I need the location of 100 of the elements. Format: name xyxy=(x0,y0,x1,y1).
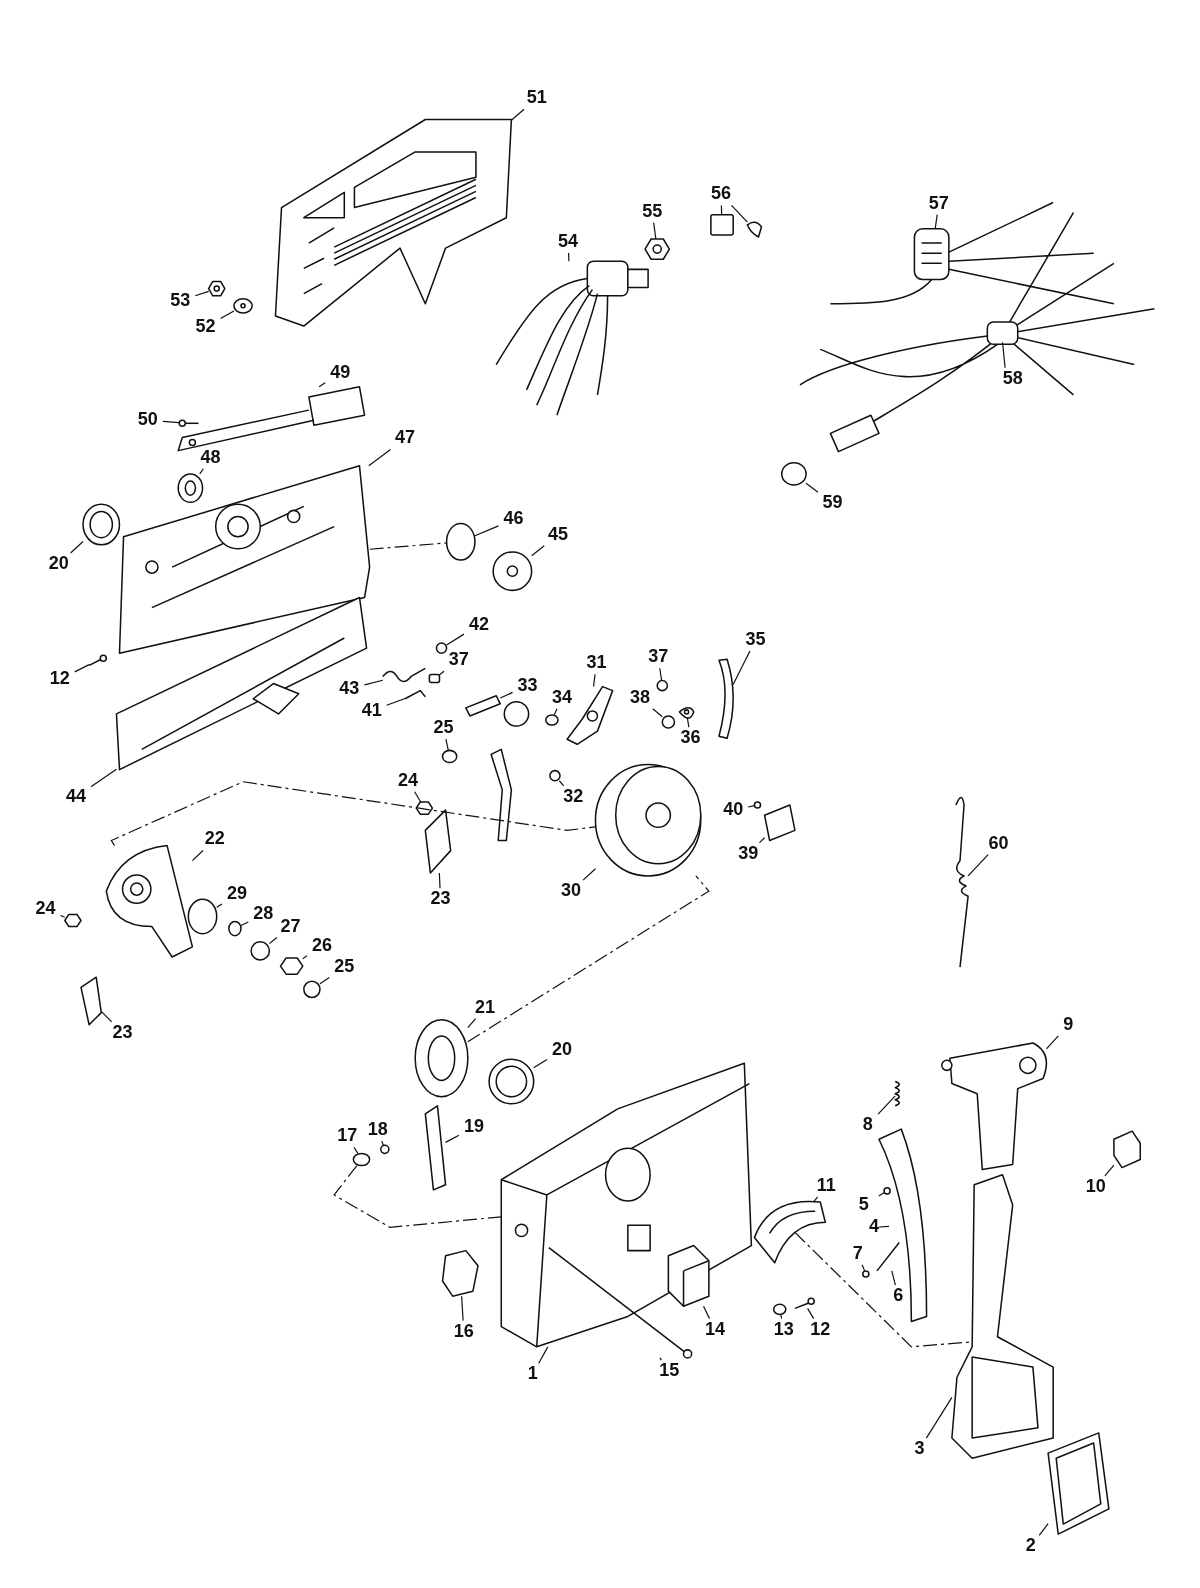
disc-drawing xyxy=(492,551,533,592)
leader-line xyxy=(652,708,663,718)
knob-drawing xyxy=(441,1249,479,1297)
callout-number: 38 xyxy=(625,686,655,709)
callout-number: 26 xyxy=(307,934,337,957)
washer-drawing xyxy=(233,297,253,314)
leader-line xyxy=(444,1134,460,1143)
leader-line xyxy=(891,1270,896,1286)
leader-line xyxy=(368,448,392,467)
callout-number: 53 xyxy=(165,289,196,312)
bushing-drawing xyxy=(177,473,204,504)
leader-line xyxy=(1045,1035,1059,1050)
leader-line xyxy=(653,222,657,240)
callout-number: 6 xyxy=(883,1285,914,1308)
leader-line xyxy=(438,670,445,676)
leader-line xyxy=(162,420,180,424)
callout-number: 45 xyxy=(542,523,573,546)
leader-line xyxy=(318,382,326,388)
callout-number: 56 xyxy=(706,183,736,206)
callout-number: 48 xyxy=(195,446,226,469)
screw xyxy=(753,801,762,809)
callout-number: 23 xyxy=(107,1021,138,1044)
leader-line xyxy=(467,1018,477,1029)
callout-number: 40 xyxy=(718,799,749,822)
clip-drawing xyxy=(1113,1130,1141,1169)
leader-line xyxy=(730,204,748,223)
rod-drawing xyxy=(876,1241,900,1272)
spring-drawing xyxy=(382,667,427,683)
assembly-line xyxy=(369,542,448,550)
arc-guide-drawing xyxy=(753,1200,827,1264)
leader-line xyxy=(533,1058,548,1069)
leader-line xyxy=(74,664,90,673)
control-housing-drawing xyxy=(500,1062,753,1348)
leader-line xyxy=(720,204,723,216)
nut-drawing xyxy=(207,280,226,297)
hex-nut-drawing xyxy=(644,238,671,260)
cam-drawing xyxy=(105,844,194,958)
callout-number: 55 xyxy=(637,200,668,223)
ring xyxy=(380,1144,390,1155)
seal-ring-drawing xyxy=(488,1058,535,1105)
pin xyxy=(435,642,448,654)
leader-line xyxy=(592,673,596,688)
leader-line xyxy=(567,252,570,262)
leader-line xyxy=(461,1295,464,1322)
callout-number: 1 xyxy=(517,1363,548,1386)
callout-number: 34 xyxy=(547,686,577,709)
leader-line xyxy=(1104,1164,1115,1177)
callout-number: 43 xyxy=(334,677,365,700)
grip-drawing xyxy=(941,1042,1048,1171)
leader-line xyxy=(813,1196,819,1203)
callout-number: 46 xyxy=(498,508,529,531)
screw xyxy=(428,673,441,684)
leader-line xyxy=(553,708,558,716)
nut xyxy=(279,957,304,975)
leader-line xyxy=(1001,341,1006,369)
bushing xyxy=(187,898,218,935)
leader-line xyxy=(702,1305,711,1320)
leader-line xyxy=(747,805,756,808)
leader-line xyxy=(582,868,597,881)
cam-drawing xyxy=(678,707,695,719)
leader-line xyxy=(194,290,210,297)
lever-arm-drawing xyxy=(177,386,366,452)
callout-number: 23 xyxy=(425,888,456,911)
callout-number: 36 xyxy=(675,727,706,750)
leader-line xyxy=(732,650,751,686)
leader-line xyxy=(499,691,514,699)
cap xyxy=(781,462,807,486)
callout-number: 18 xyxy=(362,1119,393,1142)
callout-number: 42 xyxy=(464,613,494,636)
callout-number: 35 xyxy=(740,629,771,651)
leader-line xyxy=(805,482,819,493)
callout-number: 7 xyxy=(842,1242,873,1265)
callout-number: 31 xyxy=(581,652,612,675)
washer xyxy=(772,1303,787,1316)
washer xyxy=(352,1152,371,1167)
leader-line xyxy=(1038,1523,1049,1536)
leader-line xyxy=(70,540,84,554)
leader-line xyxy=(363,679,384,686)
callout-number: 49 xyxy=(325,361,356,384)
leader-line xyxy=(686,717,690,728)
assembly-line xyxy=(467,875,710,1043)
callout-number: 25 xyxy=(329,956,360,979)
callout-number: 37 xyxy=(643,646,674,669)
leader-line xyxy=(199,468,204,475)
nut xyxy=(415,801,434,815)
callout-number: 4 xyxy=(858,1216,889,1239)
leader-line xyxy=(877,1095,896,1115)
callout-number: 8 xyxy=(852,1114,883,1137)
callout-number: 54 xyxy=(553,231,584,253)
callout-number: 24 xyxy=(30,898,61,921)
callout-number: 12 xyxy=(805,1318,836,1341)
callout-number: 39 xyxy=(733,842,764,865)
callout-number: 29 xyxy=(221,883,252,906)
bolt-drawing xyxy=(465,694,501,717)
callout-number: 2 xyxy=(1015,1535,1046,1558)
callout-number: 33 xyxy=(512,674,543,697)
housing-plate-drawing xyxy=(118,465,371,654)
leader-line xyxy=(531,545,545,557)
washer xyxy=(545,714,559,726)
leader-line xyxy=(438,872,441,889)
